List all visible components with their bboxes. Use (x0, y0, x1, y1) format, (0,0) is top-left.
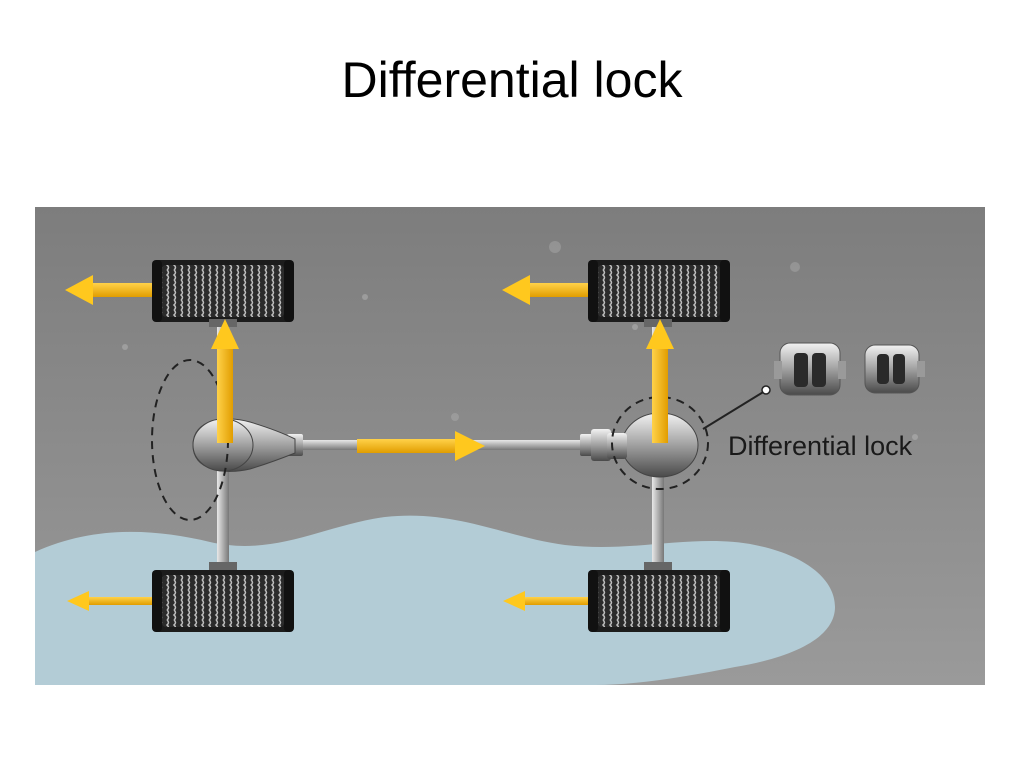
rear-left-tire (152, 570, 294, 632)
up-arrow-right (646, 319, 674, 443)
rear-diff-dashed-outline (611, 396, 709, 490)
arrow-rear-left (67, 591, 152, 611)
arrow-front-left (65, 275, 152, 305)
differential-lock-parts (774, 342, 925, 396)
callout-dot (761, 385, 771, 395)
arrow-rear-right (503, 591, 588, 611)
differential-lock-label: Differential lock (728, 431, 913, 461)
slide-title: Differential lock (341, 52, 683, 108)
front-right-tire (588, 260, 730, 322)
driveshaft-arrow (357, 431, 485, 461)
drivetrain-diagram (35, 207, 985, 685)
front-left-tire (152, 260, 294, 322)
callout-line (702, 390, 766, 430)
arrow-front-right (502, 275, 588, 305)
ground-texture (122, 241, 918, 440)
water-puddle (35, 515, 835, 685)
up-arrow-left (211, 319, 239, 443)
rear-right-tire (588, 570, 730, 632)
